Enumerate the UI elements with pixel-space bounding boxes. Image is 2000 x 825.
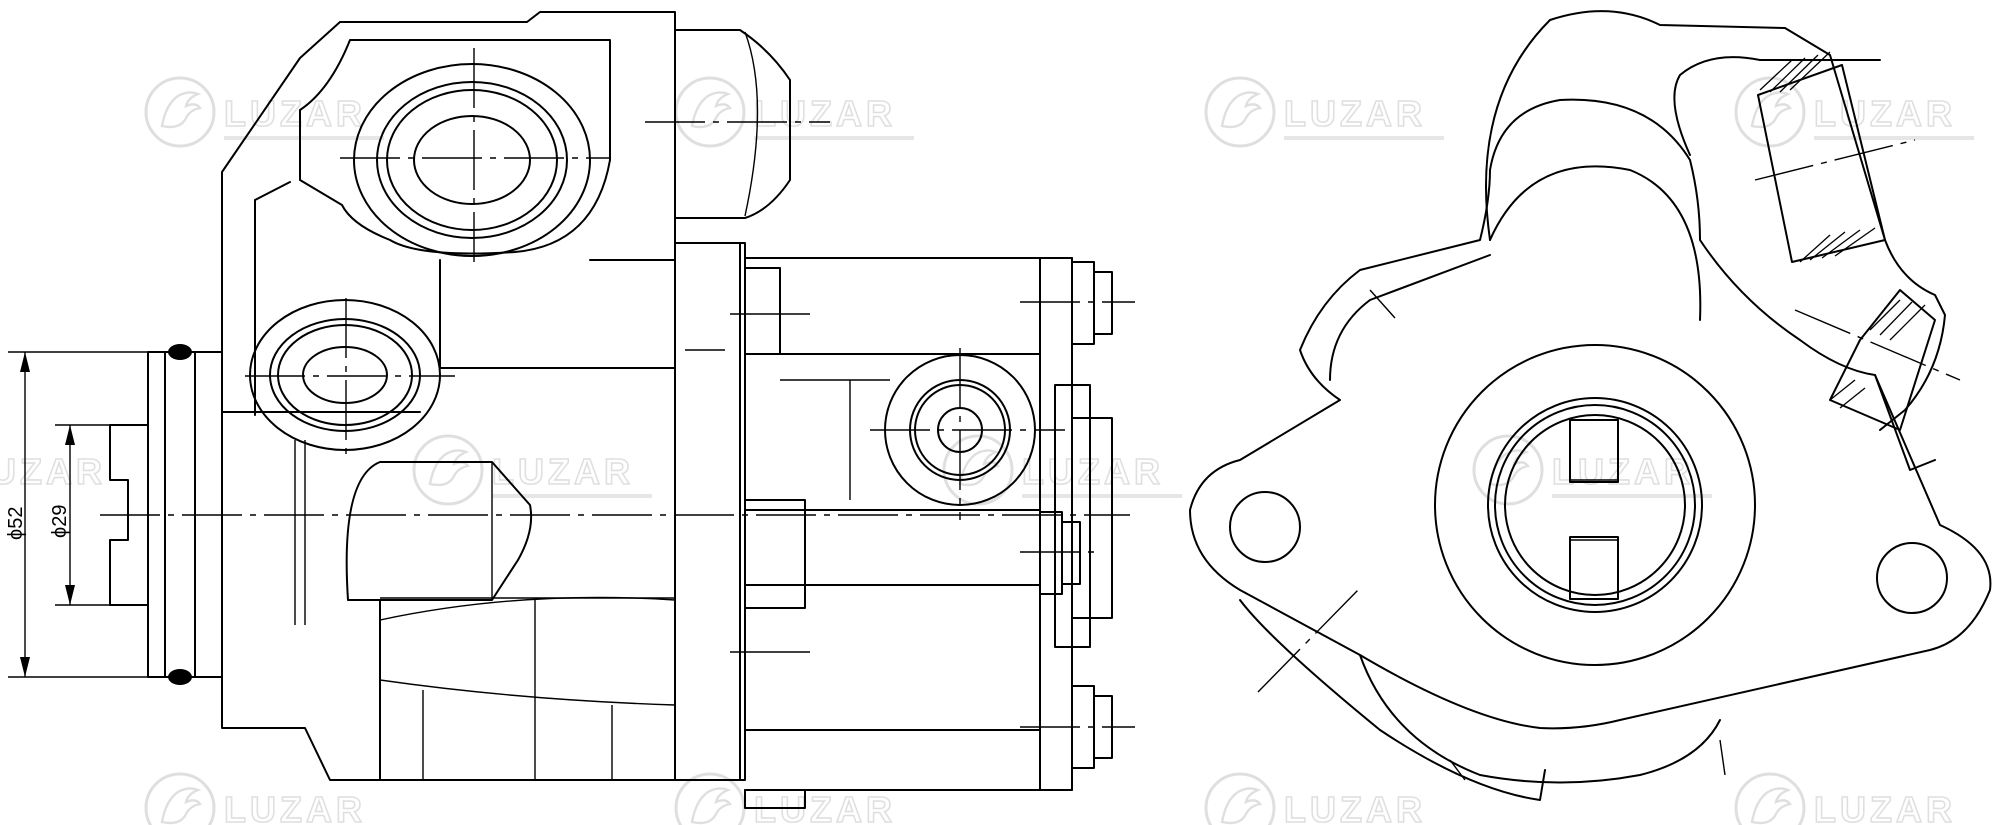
rear-cover <box>1054 384 1091 648</box>
watermark: LUZAR <box>0 450 106 493</box>
lower-housing-edge <box>1449 759 1466 781</box>
dimension-outer: ϕ52 <box>5 351 148 678</box>
reservoir-cap-curve <box>744 31 759 217</box>
upper-body-curve <box>1489 165 1702 321</box>
front-shaft-bore-ring <box>1494 404 1696 606</box>
top-outlet-axis <box>1754 139 1916 181</box>
watermark-brand: LUZAR <box>492 451 634 492</box>
rear-face-plate <box>1071 417 1113 619</box>
watermark-grid: LUZAR LUZAR LUZAR LUZAR LUZAR LUZAR <box>0 76 1974 825</box>
eagle-head-logo-icon <box>674 76 746 148</box>
lower-housing-curve <box>1359 654 1721 784</box>
upper-port-bore <box>413 115 531 205</box>
watermark-brand: LUZAR <box>754 93 896 134</box>
upper-port-boss <box>299 39 611 255</box>
watermark: LUZAR <box>144 772 366 825</box>
eagle-head-logo-icon <box>674 772 746 825</box>
eagle-head-logo-icon <box>144 772 216 825</box>
watermark-brand: LUZAR <box>1022 451 1164 492</box>
o-ring-bottom <box>168 669 192 685</box>
watermark-brand: LUZAR <box>224 93 366 134</box>
lower-shell-curve <box>379 596 676 621</box>
mount-hole-right <box>1876 542 1948 614</box>
watermark: LUZAR <box>674 772 896 825</box>
shaft-key-top <box>1569 419 1619 483</box>
watermark: LUZAR <box>1204 772 1426 825</box>
side-outlet-face <box>1829 289 1936 431</box>
watermark-brand: LUZAR <box>1814 789 1956 825</box>
upper-port-ring-inner <box>386 89 558 231</box>
reservoir-cap <box>674 29 791 219</box>
drive-shaft <box>109 424 149 606</box>
hatch-top <box>1759 51 1876 263</box>
front-shaft-bore <box>1504 414 1686 596</box>
rear-housing-bottom-step <box>744 789 806 809</box>
eagle-head-logo-icon <box>1734 772 1806 825</box>
watermark: LUZAR <box>412 434 652 506</box>
outer-diameter-label: ϕ52 <box>5 507 27 540</box>
lower-port-ring-inner <box>277 324 413 426</box>
top-outlet-body <box>1673 56 1881 156</box>
front-view <box>1189 10 1992 801</box>
watermark-brand: LUZAR <box>1814 93 1956 134</box>
watermark: LUZAR <box>674 76 914 148</box>
upper-port-ring <box>376 81 568 239</box>
front-main-boss <box>1434 344 1756 666</box>
eagle-head-logo-icon <box>412 434 484 506</box>
upper-port-outer <box>353 63 591 257</box>
eagle-head-logo-icon <box>1734 76 1806 148</box>
lower-outlet-axis <box>1257 589 1359 693</box>
side-outlet-axis <box>1794 309 1961 381</box>
front-flange-top-lobe <box>1485 10 1946 431</box>
dimension-inner: ϕ29 <box>49 424 110 606</box>
watermark-brand: LUZAR <box>1284 93 1426 134</box>
inner-diameter-label: ϕ29 <box>49 505 71 538</box>
watermark-brand: LUZAR <box>0 451 106 492</box>
top-outlet-face <box>1757 64 1886 263</box>
rear-housing-inner <box>744 267 781 355</box>
hatch-side <box>1829 299 1926 409</box>
watermark-brand: LUZAR <box>1284 789 1426 825</box>
watermark: LUZAR <box>144 76 384 148</box>
left-upper-lug-edge <box>1369 289 1396 319</box>
watermark: LUZAR <box>1734 76 1974 148</box>
bolt-top <box>1020 261 1135 345</box>
lower-port-boss <box>254 181 291 323</box>
shaft-key-bottom <box>1569 536 1619 600</box>
lower-port-ring <box>269 318 421 432</box>
watermark-brand: LUZAR <box>754 789 896 825</box>
side-view: ϕ52 ϕ29 <box>5 11 1135 809</box>
eagle-head-logo-icon <box>1204 772 1276 825</box>
mount-hole-left <box>1229 491 1301 563</box>
lower-shell-curve <box>379 679 676 706</box>
o-ring-top <box>168 344 192 360</box>
watermark-brand: LUZAR <box>1552 451 1694 492</box>
eagle-head-logo-icon <box>1204 76 1276 148</box>
bolt-middle <box>1020 511 1095 595</box>
left-upper-lug <box>1329 254 1491 381</box>
bolt-bottom <box>1020 685 1135 769</box>
rear-housing-step <box>744 499 806 609</box>
front-shaft-bore-outer <box>1487 397 1703 613</box>
watermark-brand: LUZAR <box>224 789 366 825</box>
eagle-head-logo-icon <box>1472 434 1544 506</box>
lower-port-bore <box>302 346 388 404</box>
lower-port-outer <box>249 299 441 451</box>
eagle-head-logo-icon <box>144 76 216 148</box>
lower-housing-edge <box>1719 739 1726 776</box>
lower-housing-curve <box>1239 599 1546 801</box>
shaft-boss <box>345 461 533 601</box>
rear-housing <box>744 257 1041 791</box>
watermark: LUZAR <box>1734 772 1956 825</box>
watermark: LUZAR <box>1472 434 1712 506</box>
watermark: LUZAR <box>1204 76 1444 148</box>
front-flange-right-lobe <box>1874 374 1936 471</box>
center-flange <box>674 242 746 781</box>
